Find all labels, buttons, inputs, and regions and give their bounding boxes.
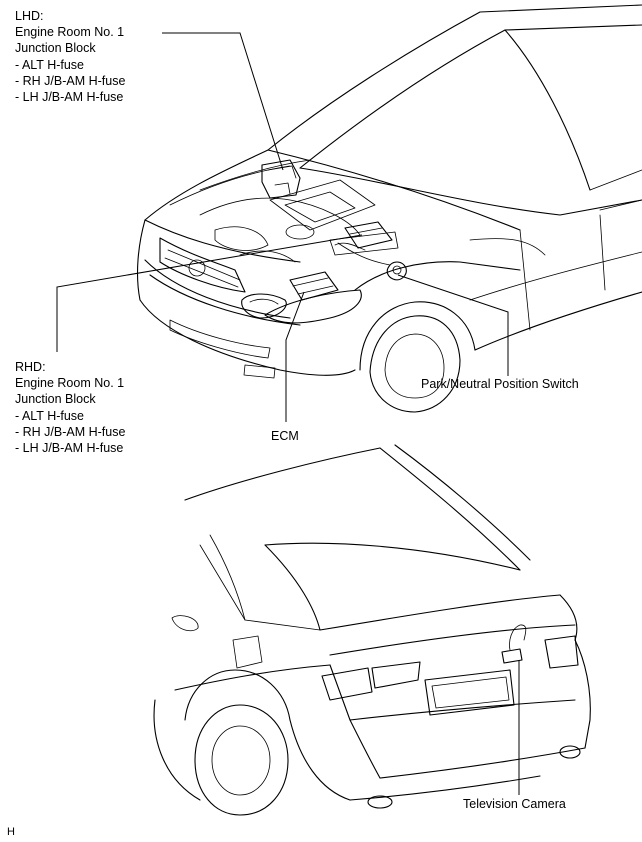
rear-car-drawing <box>153 444 591 816</box>
television-camera-label: Television Camera <box>463 797 566 811</box>
lhd-line-5: - RH J/B-AM H-fuse <box>15 73 126 88</box>
rhd-line-2: Engine Room No. 1 <box>15 376 125 391</box>
rhd-line-3: Junction Block <box>15 392 96 407</box>
front-car-drawing <box>137 4 642 413</box>
ecm-label: ECM <box>271 429 299 443</box>
lhd-line-4: - ALT H-fuse <box>15 57 85 72</box>
park-neutral-switch-label: Park/Neutral Position Switch <box>421 377 579 391</box>
rhd-line-6: - LH J/B-AM H-fuse <box>15 441 124 456</box>
lhd-line-1: LHD: <box>15 9 44 23</box>
lhd-line-6: - LH J/B-AM H-fuse <box>15 90 124 105</box>
leader-lines <box>56 32 520 795</box>
lhd-junction-block-label: LHD: Engine Room No. 1 Junction Block - … <box>15 8 125 105</box>
rhd-line-1: RHD: <box>15 360 46 374</box>
lhd-line-3: Junction Block <box>15 41 96 56</box>
lhd-line-2: Engine Room No. 1 <box>15 25 125 40</box>
rhd-line-5: - RH J/B-AM H-fuse <box>15 424 126 439</box>
rhd-line-4: - ALT H-fuse <box>15 408 85 423</box>
corner-mark: H <box>7 826 15 838</box>
rhd-junction-block-label: RHD: Engine Room No. 1 Junction Block - … <box>15 359 125 456</box>
